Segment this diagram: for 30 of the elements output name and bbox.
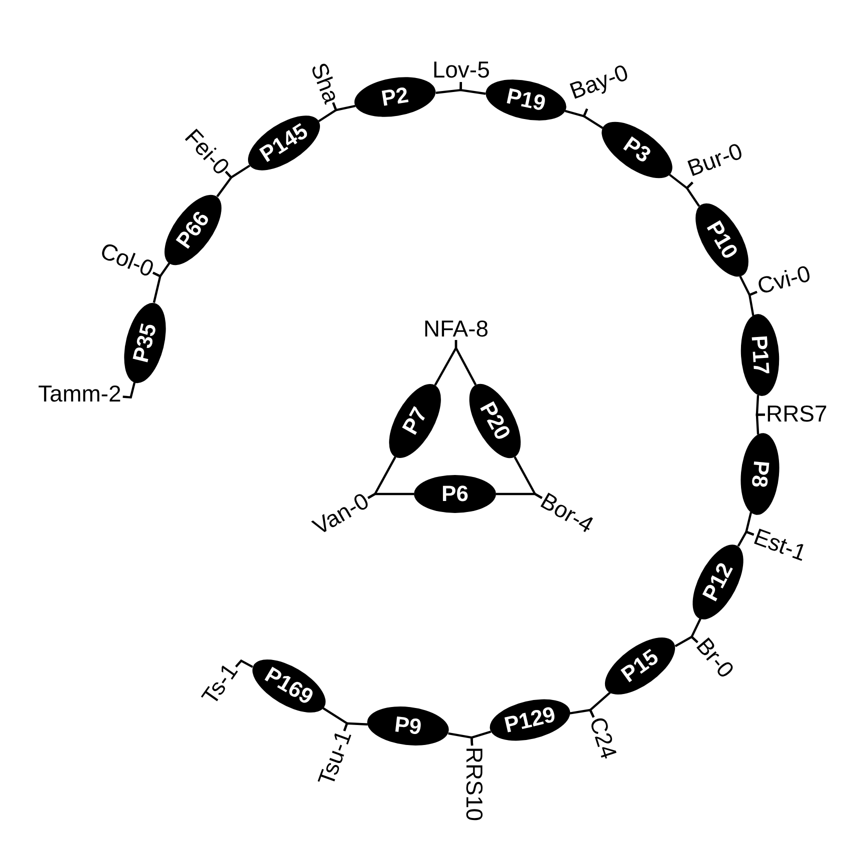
connector-line: [570, 708, 595, 718]
population-ellipse: P17: [738, 313, 782, 398]
connector-line: [674, 636, 698, 648]
connector-line: [152, 262, 170, 278]
connector-line: [460, 82, 486, 95]
connector-line: [686, 182, 700, 207]
accession-label: Van-0: [308, 488, 374, 539]
connector-line: [235, 659, 254, 668]
accession-label: Ts-1: [198, 659, 243, 710]
accession-label: Sha: [307, 58, 344, 107]
accession-label: RRS10: [462, 746, 486, 822]
connector-line: [122, 382, 136, 398]
connector-line: [322, 707, 348, 732]
connector-line: [737, 530, 754, 547]
connector-line: [332, 102, 356, 112]
accession-label: Tsu-1: [314, 726, 356, 790]
accession-label: C24: [586, 714, 622, 763]
connector-line: [224, 164, 250, 179]
connector-line: [448, 732, 474, 746]
accession-label: RRS7: [764, 402, 828, 426]
population-ellipse: P6: [414, 475, 496, 513]
accession-label: Br-0: [692, 634, 739, 684]
connector-line: [582, 108, 604, 129]
connector-line: [514, 456, 542, 499]
accession-label: Bur-0: [683, 140, 746, 182]
accession-label: NFA-8: [422, 317, 490, 340]
connector-line: [454, 340, 477, 386]
connector-line: [368, 492, 414, 499]
connector-line: [748, 290, 758, 316]
connector-line: [756, 414, 765, 434]
